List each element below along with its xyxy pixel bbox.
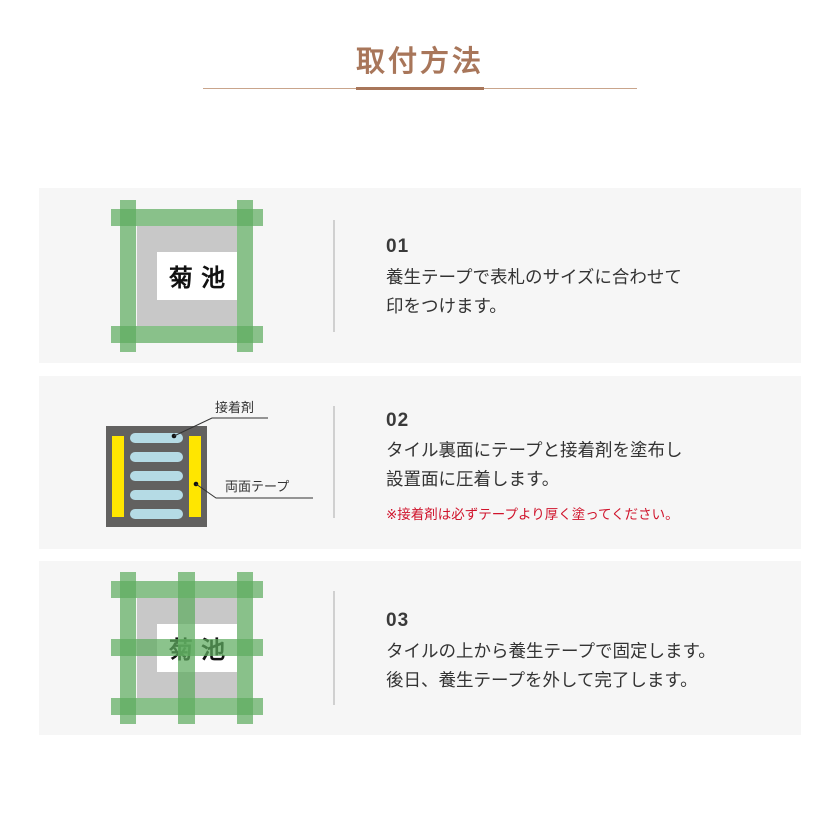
step-text-line-1: タイルの上から養生テープで固定します。 [386,642,716,662]
title-rule-accent [356,87,484,90]
step-text-line-2: 後日、養生テープを外して完了します。 [386,671,698,691]
step-card-2: 接着剤 両面テープ 02 タイル裏面にテープと接着剤を塗布し 設置面に圧着します… [39,376,801,549]
tape-horizontal-bottom [111,698,263,715]
step-number: 03 [386,610,410,631]
tape-horizontal-top [111,209,263,226]
page-title: 取付方法 [355,44,484,78]
adhesive-strip [130,433,183,443]
adhesive-strip [130,490,183,500]
adhesive-strip [130,471,183,481]
step-number: 01 [386,236,410,257]
double-tape-right [189,436,201,517]
callout-lines [171,417,313,499]
step-warning-note: ※接着剤は必ずテープより厚く塗ってください。 [386,507,679,523]
double-tape-left [112,436,124,517]
step-1-illustration: 菊 池 [111,200,263,352]
step-card-3: 菊 池 03 タイルの上から養生テープで固定します。 後日、養生テープを外して完… [39,561,801,735]
step-2-illustration: 接着剤 両面テープ [39,376,333,549]
nameplate-text: 菊 池 [168,263,226,292]
label-double-tape: 両面テープ [225,480,290,495]
tape-horizontal-top [111,581,263,598]
step-divider [333,406,335,518]
step-divider [333,220,335,332]
step-number: 02 [386,410,410,431]
adhesive-strip [130,509,183,519]
step-text-line-1: タイル裏面にテープと接着剤を塗布し [386,441,683,461]
step-text-line-2: 設置面に圧着します。 [386,470,560,490]
nameplate [157,252,237,300]
tape-horizontal-middle [111,639,263,656]
step-text-line-1: 養生テープで表札のサイズに合わせて [386,268,682,288]
step-divider [333,591,335,705]
tape-vertical-right [237,200,253,352]
tape-horizontal-bottom [111,326,263,343]
adhesive-strip [130,452,183,462]
step-3-illustration: 菊 池 [111,572,263,724]
label-adhesive: 接着剤 [215,401,255,416]
tape-vertical-left [120,200,136,352]
step-text-line-2: 印をつけます。 [386,297,507,317]
step-card-1: 菊 池 01 養生テープで表札のサイズに合わせて 印をつけます。 [39,188,801,363]
